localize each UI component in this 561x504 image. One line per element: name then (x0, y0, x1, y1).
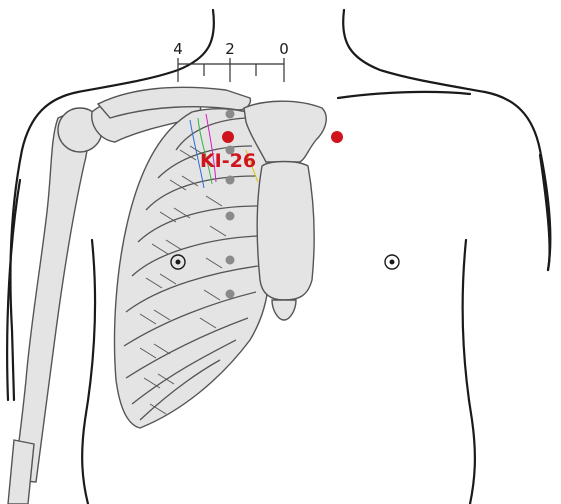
nipple-left-dot (176, 260, 180, 264)
skeleton (8, 87, 326, 504)
sternum-body (257, 162, 314, 301)
scale-label-2: 2 (225, 40, 235, 58)
left-torso-side (82, 240, 95, 504)
marker-1 (226, 110, 235, 119)
nipple-right-dot (390, 260, 394, 264)
clavicle-right-line (338, 92, 470, 98)
scale-label-4: 4 (173, 40, 183, 58)
xiphoid (272, 300, 296, 320)
marker-3 (226, 176, 235, 185)
acupoint-ki26-label: KI-26 (200, 150, 256, 172)
humerus-bone (14, 112, 88, 482)
neck-right-line (343, 10, 550, 270)
marker-4 (226, 212, 235, 221)
marker-6 (226, 290, 235, 299)
marker-5 (226, 256, 235, 265)
acupoint-ki26-dot (222, 131, 234, 143)
scale-label-0: 0 (279, 40, 289, 58)
acupoint-reference-dot (331, 131, 343, 143)
right-torso-side (463, 240, 475, 504)
forearm-bone (8, 440, 34, 504)
